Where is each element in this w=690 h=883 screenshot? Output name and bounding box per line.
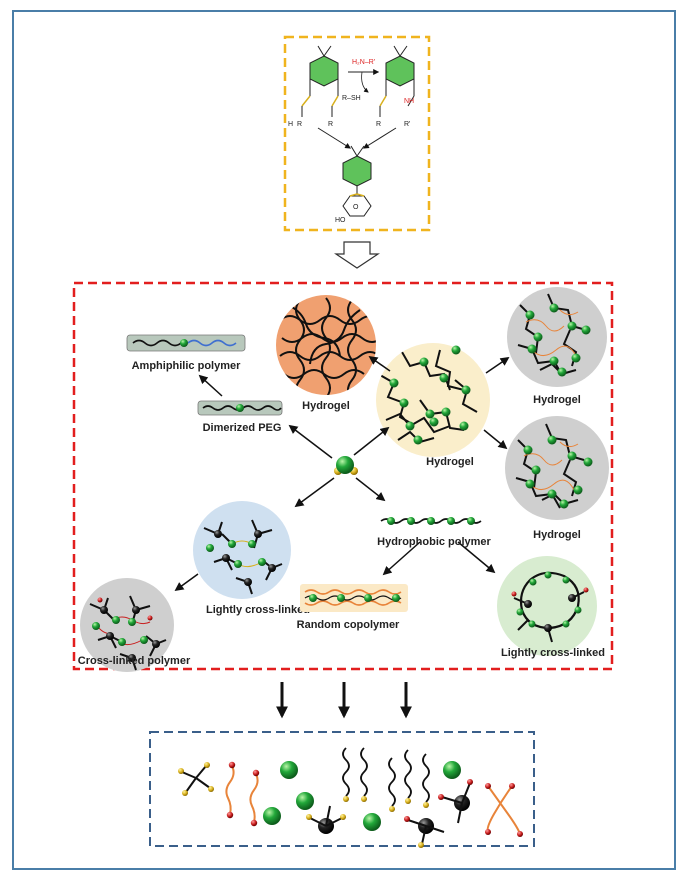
hydrogel-left-label: Hydrogel [302, 400, 350, 412]
copolymer-orange-chain-top [304, 589, 402, 595]
hydrophobic-label: Hydrophobic polymer [377, 536, 491, 548]
hydrophobic-polymer-spheres [387, 517, 475, 525]
hydrogel-right-bottom-label: Hydrogel [533, 529, 581, 541]
lightly-crosslinked-left-disk [193, 501, 291, 599]
copolymer-orange-chain-bottom [304, 600, 402, 606]
crosslinked-polymer-disk [80, 578, 174, 672]
r-prime-label: R' [404, 121, 410, 128]
hydrogel-center-label: Hydrogel [426, 456, 474, 468]
crosslinked-polymer-network [89, 595, 167, 671]
amphiphilic-label: Amphiphilic polymer [132, 360, 242, 372]
r-label-1: R [297, 121, 302, 128]
lightly-crosslinked-left-network [203, 519, 283, 595]
thiol-product-label: R–SH [342, 95, 361, 102]
product-molecule [379, 45, 415, 117]
cyclic-product-molecule: O [342, 145, 372, 217]
dimerized-peg-sphere [236, 404, 244, 412]
amphiphilic-black-segment [132, 339, 182, 347]
reactant-molecule [301, 45, 339, 117]
degradation-products [178, 747, 523, 848]
amphiphilic-sphere [180, 339, 188, 347]
reaction-box [283, 35, 431, 232]
hydrogel-cream-network [379, 349, 478, 444]
central-crosslinker-molecule [334, 456, 358, 475]
amine-reagent-label: H₂N–R' [352, 59, 375, 66]
hydrogel-grey-bottom-disk [505, 416, 609, 520]
h-label: H [288, 121, 293, 128]
copolymer-spheres [309, 594, 400, 602]
random-copolymer-label: Random copolymer [297, 619, 400, 631]
byproduct-arrow [361, 71, 369, 93]
left-converge-arrow [317, 127, 352, 149]
hydrogel-orange-network [279, 297, 376, 395]
hydrogel-grey-bottom-network [515, 423, 593, 509]
branch-arrows [174, 355, 510, 592]
nh-label: NH [404, 98, 414, 105]
lightly-crosslinked-right-label: Lightly cross-linked [501, 647, 605, 659]
ho-label: HO [335, 217, 346, 224]
r-label-2: R [328, 121, 333, 128]
polymer-architectures-box [72, 281, 614, 671]
amphiphilic-blue-segment [187, 339, 237, 347]
hydrogel-cream-disk [376, 343, 490, 457]
copolymer-black-chain [304, 595, 402, 601]
crosslinked-polymer-label: Cross-linked polymer [78, 655, 191, 667]
lightly-crosslinked-right-disk [497, 556, 597, 656]
r-label-3: R [376, 121, 381, 128]
hydrogel-cream-spheres [389, 345, 471, 445]
degradation-arrows [276, 682, 412, 719]
degradation-products-box [149, 731, 535, 847]
hydrogel-grey-top-disk [507, 287, 607, 387]
hydrogel-right-top-label: Hydrogel [533, 394, 581, 406]
hydrogel-grey-top-network [517, 293, 591, 377]
dimerized-peg-label: Dimerized PEG [203, 422, 282, 434]
lightly-crosslinked-right-network [511, 571, 589, 643]
svg-text:O: O [353, 204, 359, 211]
right-converge-arrow [362, 127, 397, 149]
down-hollow-arrow [334, 241, 380, 269]
lightly-crosslinked-left-label: Lightly cross-linked [206, 604, 310, 616]
